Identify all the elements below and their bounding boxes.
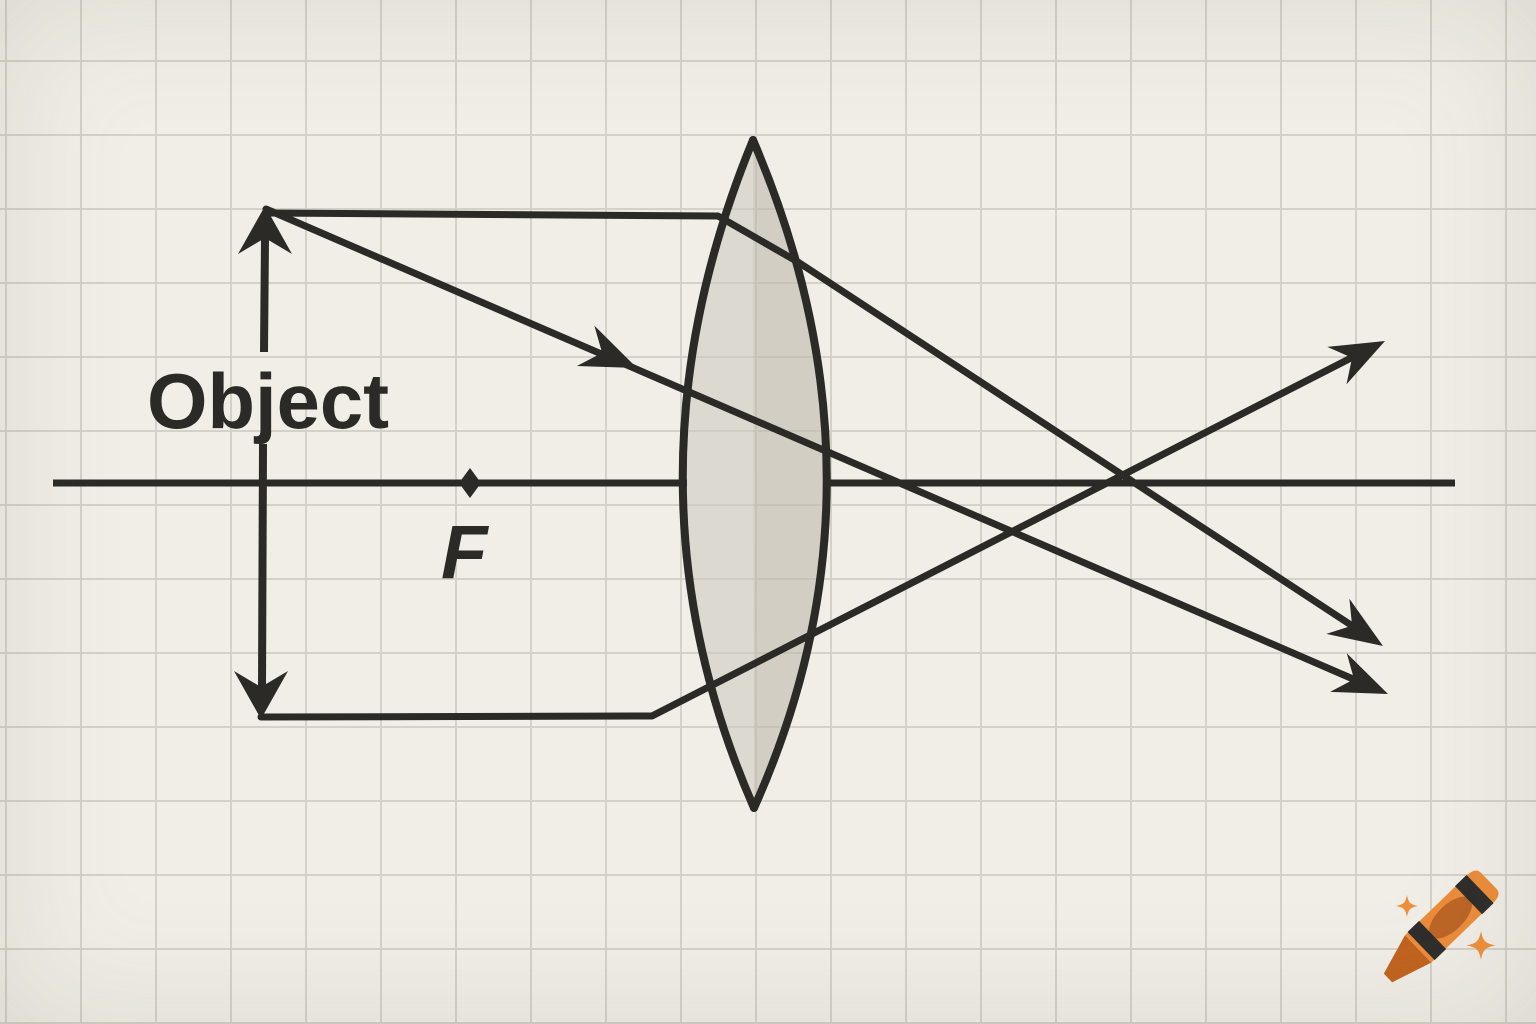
sparkle-icon bbox=[1396, 895, 1418, 917]
crayon-tip bbox=[1383, 935, 1432, 983]
sparkle-icon bbox=[1466, 931, 1496, 960]
ray-central-arrowhead bbox=[1330, 653, 1388, 694]
crayon-band-back bbox=[1455, 875, 1494, 915]
object-arrow bbox=[234, 206, 292, 719]
ray-bottom-arrowhead bbox=[1327, 341, 1385, 385]
object-arrowhead-up bbox=[238, 206, 292, 254]
crayon-band-front bbox=[1407, 920, 1447, 961]
focal-point-label: F bbox=[441, 510, 490, 595]
focal-point-dot bbox=[459, 468, 481, 498]
ray-parallel bbox=[262, 209, 1383, 646]
crayon-label-ellipse bbox=[1429, 896, 1473, 939]
ray-central-mid-arrowhead bbox=[576, 325, 637, 368]
ray-central bbox=[262, 205, 1388, 694]
object-label: Object bbox=[147, 357, 389, 445]
lens-glass-fill bbox=[682, 140, 827, 808]
crayon-logo bbox=[1383, 870, 1499, 983]
ray-bottom bbox=[257, 341, 1385, 721]
object-arrowhead-down bbox=[234, 671, 288, 719]
ray-parallel-arrowhead bbox=[1326, 598, 1383, 646]
convex-lens-outline bbox=[678, 136, 831, 812]
